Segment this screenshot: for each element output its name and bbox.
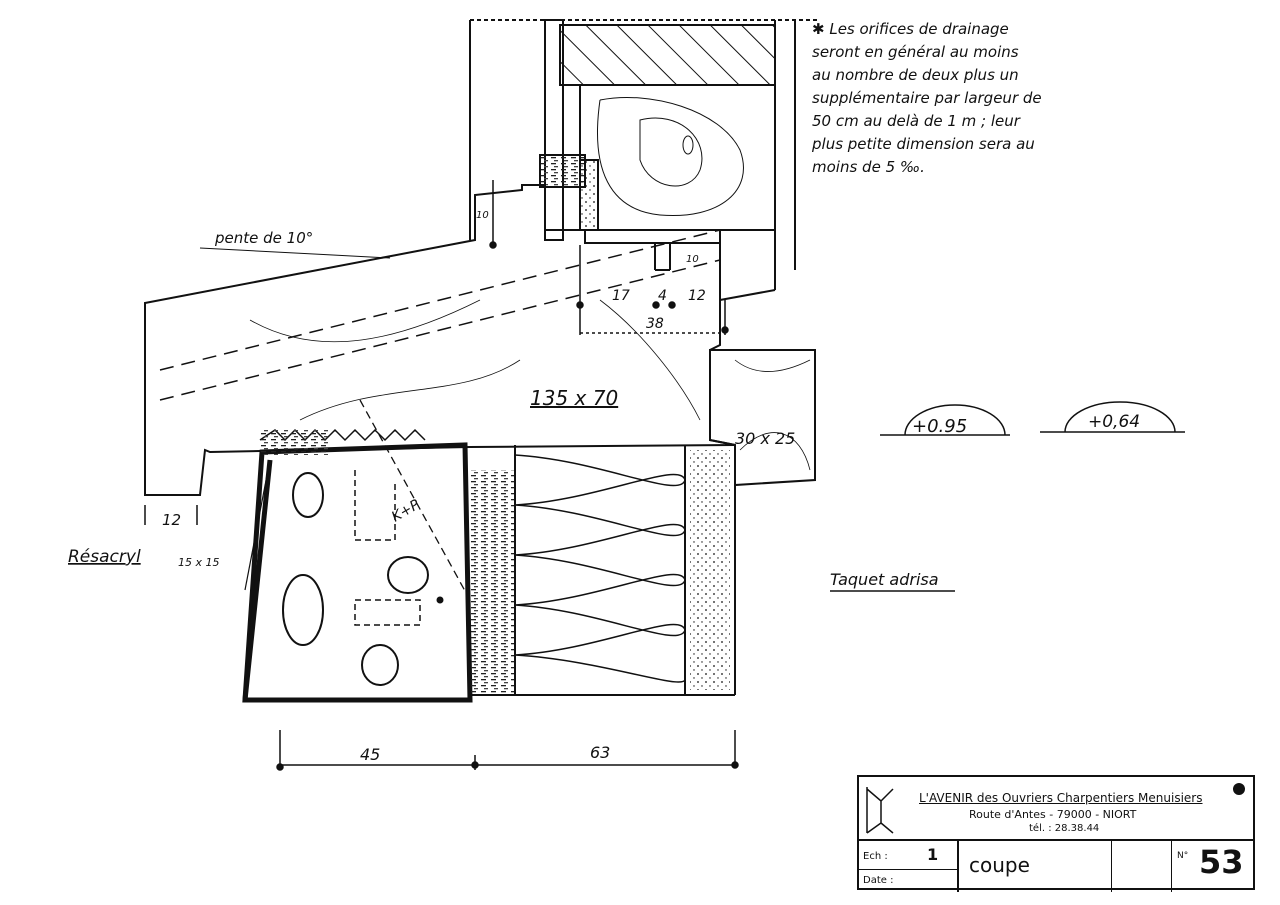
note-line: plus petite dimension sera au: [812, 135, 1035, 153]
dim-12: 12: [688, 288, 706, 304]
company-address: Route d'Antes - 79000 - NIORT: [969, 808, 1137, 821]
level-2-label: +0,64: [1088, 412, 1140, 432]
note-line: au nombre de deux plus un: [812, 66, 1019, 84]
dim-38: 38: [646, 316, 664, 332]
slope-label: pente de 10°: [214, 229, 313, 247]
insulation: [470, 445, 736, 696]
sealant-size-label: 15 x 15: [178, 556, 220, 569]
sill: [144, 184, 736, 601]
note-line: moins de 5 ‰.: [812, 158, 925, 176]
kp-label: K+P: [389, 497, 423, 526]
title-block: L'AVENIR des Ouvriers Charpentiers Menui…: [857, 775, 1255, 892]
dimension-lines: [144, 180, 1185, 771]
annotations: pente de 10° 135 x 70 30 x 25 Résacryl 1…: [68, 210, 1140, 764]
drawing-title: coupe: [969, 853, 1030, 877]
date-label: Date :: [863, 875, 894, 886]
note-line: 50 cm au delà de 1 m ; leur: [812, 112, 1020, 130]
sill-section-label: 135 x 70: [530, 386, 618, 410]
dim-10-b: 10: [476, 210, 489, 221]
note-line: supplémentaire par largeur de: [812, 89, 1042, 107]
dim-63: 63: [590, 743, 610, 762]
window-frame: [469, 19, 820, 340]
drainage-note: ✱ Les orifices de drainage seront en gén…: [812, 18, 1172, 179]
stop-label: Taquet adrisa: [830, 570, 939, 589]
frame-section-label: 30 x 25: [735, 429, 795, 448]
note-line: seront en général au moins: [812, 43, 1019, 61]
drip-width-label: 12: [162, 511, 181, 529]
drawing-number: 53: [1199, 843, 1244, 881]
company-phone: tél. : 28.38.44: [1029, 823, 1100, 834]
dim-10-a: 10: [686, 254, 699, 265]
sealant-label: Résacryl: [68, 547, 141, 567]
scale-label: Ech :: [863, 851, 888, 862]
dim-45: 45: [360, 745, 380, 764]
dim-17: 17: [612, 288, 630, 304]
company-logo-icon: [866, 787, 894, 834]
company-name: L'AVENIR des Ouvriers Charpentiers Menui…: [919, 791, 1203, 805]
level-1-label: +0.95: [912, 416, 967, 437]
punch-hole-icon: [1233, 783, 1245, 795]
number-label: N°: [1177, 851, 1189, 861]
concrete-wall: [242, 428, 473, 703]
note-line: ✱ Les orifices de drainage: [812, 20, 1009, 38]
scale-value: 1: [927, 845, 939, 864]
dim-4: 4: [658, 288, 667, 304]
